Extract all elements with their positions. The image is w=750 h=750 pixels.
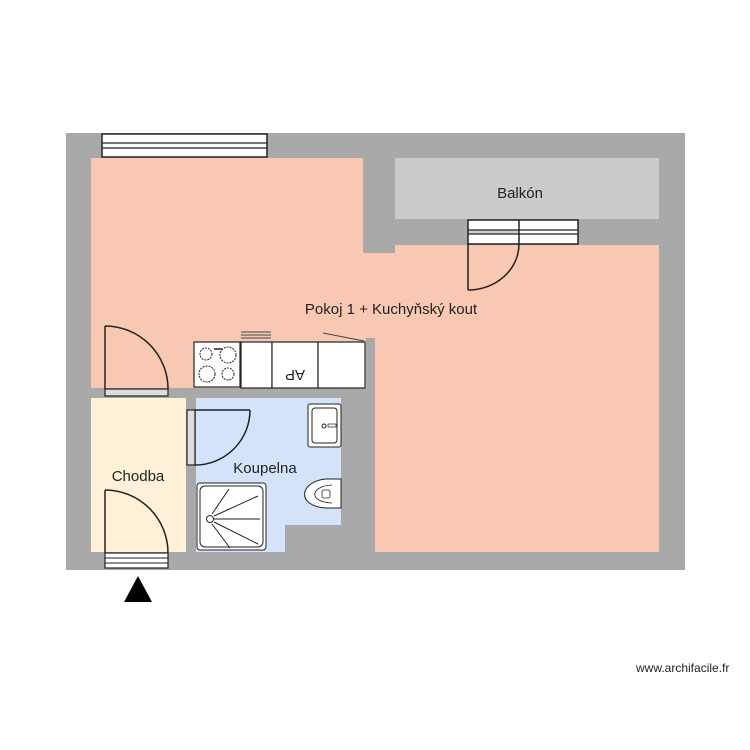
- room-balkon[interactable]: [395, 158, 659, 219]
- appliance-label: AP: [285, 366, 305, 383]
- room-chodba[interactable]: [91, 398, 186, 552]
- watermark[interactable]: www.archifacile.fr: [636, 661, 730, 675]
- toilet: [304, 478, 342, 509]
- sink: [307, 403, 342, 448]
- room-label-koupelna: Koupelna: [233, 460, 297, 477]
- room-label-pokoj: Pokoj 1 + Kuchyňský kout: [305, 301, 478, 318]
- kitchen-counter: AP: [193, 331, 366, 389]
- window-top: [101, 133, 268, 158]
- balcony-door[interactable]: [467, 219, 579, 291]
- room-label-balkon: Balkón: [497, 185, 543, 202]
- room-label-chodba: Chodba: [112, 468, 165, 485]
- door-pokoj-chodba[interactable]: [104, 325, 169, 397]
- shower: [196, 482, 267, 551]
- entrance-arrow-icon: [124, 576, 152, 602]
- entrance-door[interactable]: [104, 489, 169, 569]
- door-chodba-koupelna[interactable]: [186, 409, 251, 466]
